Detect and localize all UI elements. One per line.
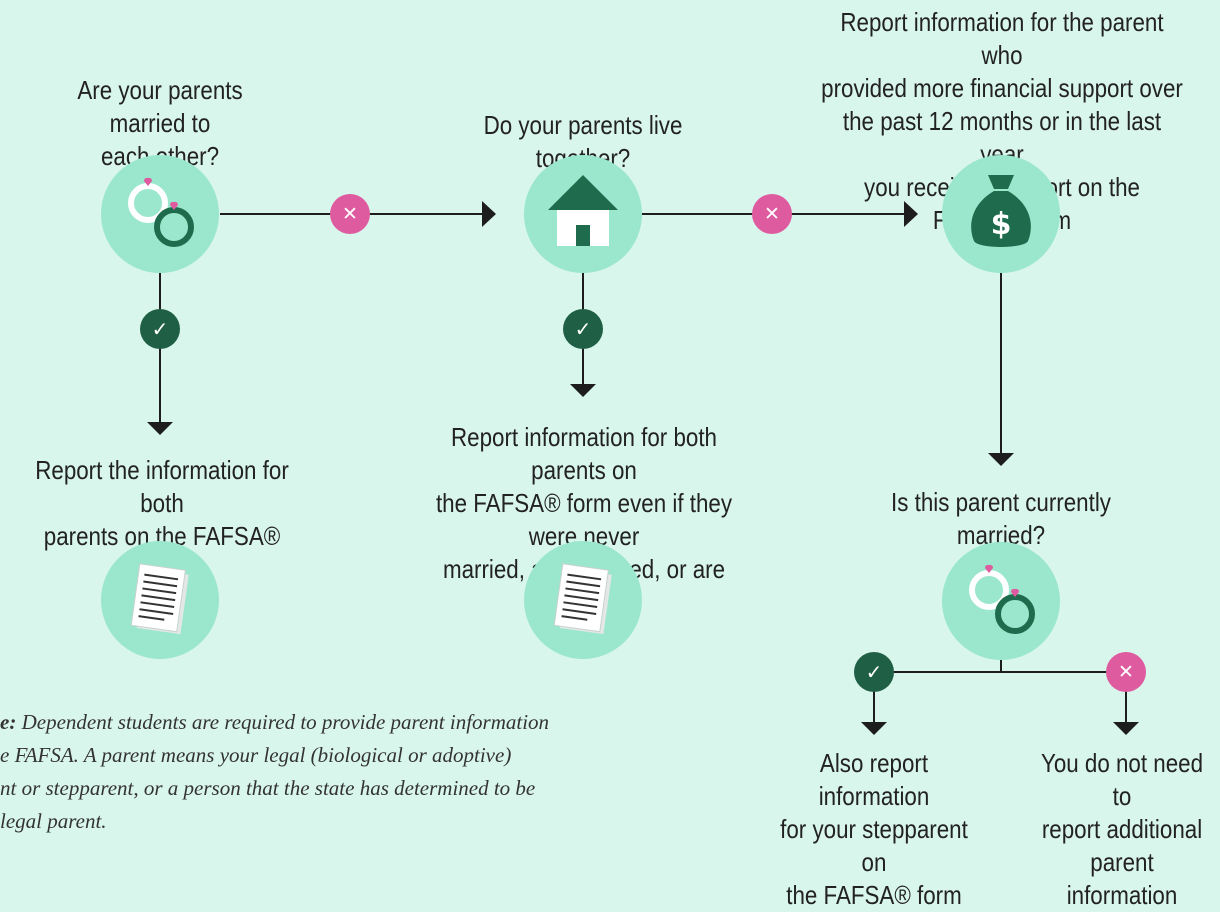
svg-text:$: $ <box>991 207 1012 242</box>
house-icon <box>524 155 642 273</box>
document-icon <box>101 541 219 659</box>
flowchart: Are your parents married to each other? … <box>0 7 1203 910</box>
yes-badge-icon: ✓ <box>140 309 180 349</box>
note-body: Dependent students are required to provi… <box>0 710 550 833</box>
money-bag-icon: $ <box>942 155 1060 273</box>
no-badge-icon: ✕ <box>752 194 792 234</box>
yes-badge-icon: ✓ <box>563 309 603 349</box>
arrowhead-down <box>861 722 887 735</box>
arrowhead-down <box>1113 722 1139 735</box>
dependent-student-note: e: Dependent students are required to pr… <box>0 706 640 838</box>
rings-icon <box>101 155 219 273</box>
yes-badge-icon: ✓ <box>854 652 894 692</box>
arrowhead-down <box>988 453 1014 466</box>
outcome-report-stepparent: Also report information for your steppar… <box>780 748 968 910</box>
outcome-report-both-together: Report information for both parents on t… <box>435 422 733 617</box>
connector-lines <box>147 201 1139 735</box>
arrowhead-right <box>482 201 496 227</box>
arrowhead-right <box>904 201 918 227</box>
note-label: e: <box>0 710 17 734</box>
outcome-no-additional-info: You do not need to report additional par… <box>1040 748 1204 910</box>
no-badge-icon: ✕ <box>330 194 370 234</box>
arrowhead-down <box>147 422 173 435</box>
question-parent-currently-married: Is this parent currently married? <box>891 487 1111 550</box>
arrowhead-down <box>570 384 596 397</box>
rings-icon <box>942 542 1060 660</box>
no-badge-icon: ✕ <box>1106 652 1146 692</box>
document-icon <box>524 541 642 659</box>
